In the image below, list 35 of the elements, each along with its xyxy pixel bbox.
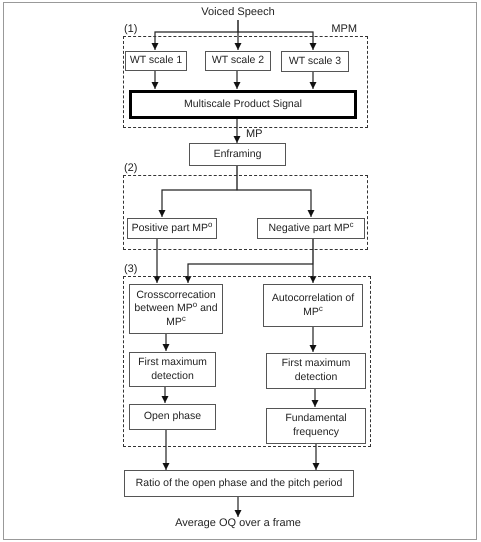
arrow [312,388,318,407]
arrow [237,20,316,50]
group-label: (1) [124,22,138,37]
group-label: (2) [124,161,138,176]
group-label: MPM [331,22,357,37]
process-box: Autocorrelation of MP$^{c}$ [263,284,363,327]
arrow [152,70,158,89]
arrow [312,443,320,470]
flow-text: Average OQ over a frame [170,517,306,531]
process-box: Crosscorrecation between MP$^{o}$ and MP$^{c}$ [129,284,223,334]
arrow [236,166,314,217]
process-box: WT scale 1 [125,51,187,71]
arrow [162,429,170,470]
arrow [234,497,242,517]
process-box: WT scale 2 [205,51,271,71]
process-box: Negative part MP$^{c}$ [257,218,365,239]
group-label: (3) [124,262,138,277]
process-box: Open phase [129,404,216,430]
arrow [162,386,168,403]
process-box: Fundamental frequency [266,408,366,444]
process-box: Ratio of the open phase and the pitch period [124,470,354,497]
process-box: WT scale 3 [281,51,349,72]
arrow [154,238,160,283]
process-box: First maximum detection [129,352,216,387]
process-box: First maximum detection [266,353,366,389]
arrow [310,238,316,283]
arrow [310,71,316,89]
process-box: Positive part MP$^{o}$ [127,218,217,239]
arrow [234,70,240,89]
flow-text: Voiced Speech [190,6,286,20]
arrow [310,326,316,352]
arrow [234,118,240,143]
arrow [162,333,170,351]
process-box: Enframing [189,143,286,166]
process-box: Multiscale Product Signal [129,90,357,119]
